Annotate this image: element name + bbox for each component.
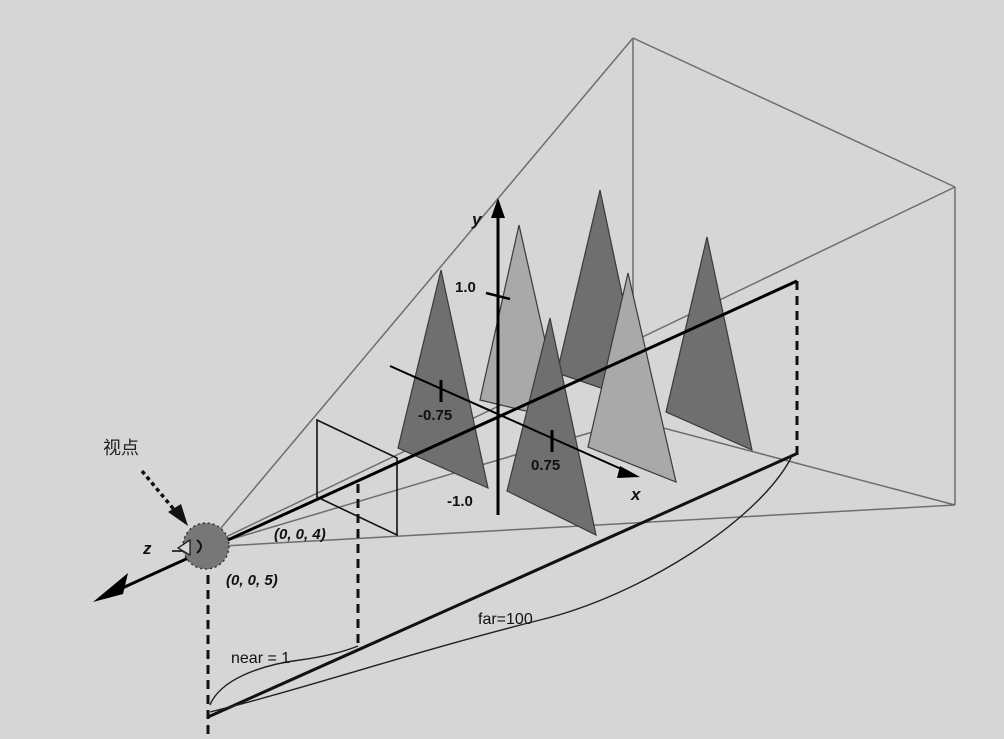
x-axis-arrowhead: [617, 466, 640, 478]
near-brace: [209, 645, 359, 706]
z-axis-caret: [176, 538, 191, 557]
triangle-far-right: [665, 236, 753, 452]
far-distance-label: far=100: [478, 611, 533, 628]
viewpoint-pointer-arrow: [140, 469, 178, 514]
far-brace: [209, 455, 793, 713]
triangles: [397, 189, 753, 537]
x-axis-line: [389, 365, 629, 473]
y-tick-pos: [485, 291, 511, 301]
near-plane: [316, 418, 398, 537]
triangle-light-front: [587, 272, 677, 483]
viewpoint-pointer-arrowhead: [168, 504, 188, 526]
viewpoint-label: 视点: [103, 438, 139, 459]
eye-coord-label: (0, 0, 5): [226, 572, 278, 589]
y-axis-label: y: [471, 210, 483, 229]
x-tick-label-pos: 0.75: [531, 457, 560, 474]
far-edge-line: [207, 452, 797, 719]
dashed-guides: [206, 281, 799, 735]
z-axis-line: [117, 279, 798, 592]
x-tick-label-neg: -0.75: [418, 407, 452, 424]
eye-icon: [196, 539, 202, 554]
far-plane-top: [632, 37, 956, 188]
y-tick-label-neg: -1.0: [447, 493, 473, 510]
y-axis-arrowhead: [491, 198, 505, 218]
near-plane-coord-label: (0, 0, 4): [274, 526, 326, 543]
frustum-edge-top-left: [204, 37, 634, 548]
y-tick-label-pos: 1.0: [455, 279, 476, 296]
near-distance-label: near = 1: [231, 650, 290, 667]
x-axis-label: x: [630, 485, 642, 504]
far-plane-bottom: [632, 419, 956, 506]
z-axis-label: z: [142, 539, 152, 558]
z-axis-arrowhead: [93, 573, 128, 602]
